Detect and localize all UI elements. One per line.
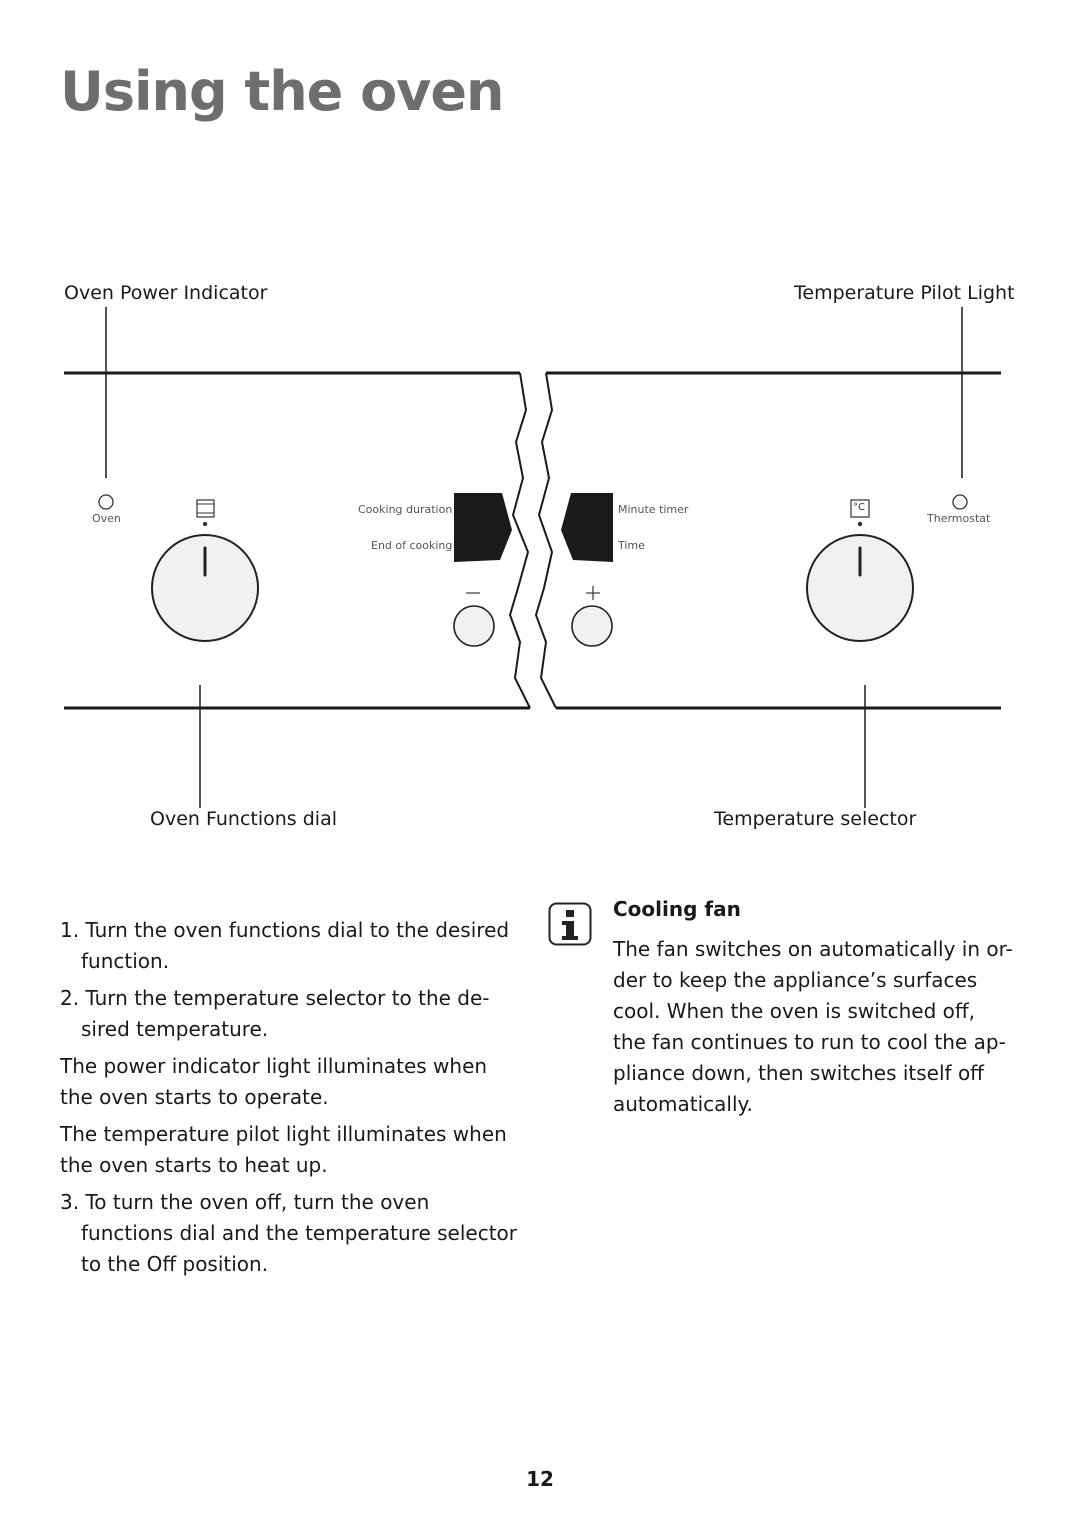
label-celsius: °C bbox=[853, 502, 865, 513]
thermostat-light-icon bbox=[952, 494, 968, 510]
label-thermostat: Thermostat bbox=[927, 512, 991, 525]
control-panel-drawing bbox=[64, 307, 1001, 808]
label-minute-timer: Minute timer bbox=[618, 503, 689, 516]
break-line-left bbox=[508, 372, 531, 709]
instructions-column: 1. Turn the oven functions dial to the d… bbox=[60, 915, 520, 1286]
instruction-paragraph-power-light: The power indicator light illuminates wh… bbox=[60, 1054, 488, 1109]
label-time: Time bbox=[618, 539, 645, 552]
oven-symbol-icon bbox=[196, 499, 215, 527]
cooling-fan-title: Cooling fan bbox=[613, 897, 741, 921]
instruction-paragraph-pilot-light: The temperature pilot light illuminates … bbox=[60, 1122, 507, 1177]
page-title: Using the oven bbox=[60, 60, 504, 123]
info-icon bbox=[548, 902, 592, 946]
callout-oven-functions-dial: Oven Functions dial bbox=[150, 808, 337, 830]
temperature-selector-dial-icon bbox=[806, 534, 914, 642]
timer-display-left bbox=[454, 493, 512, 562]
break-line-right bbox=[534, 372, 557, 709]
minus-button bbox=[453, 605, 495, 647]
callout-temperature-pilot-light: Temperature Pilot Light bbox=[794, 282, 1015, 304]
label-cooking-duration: Cooking duration bbox=[358, 503, 453, 516]
instruction-step-3: 3. To turn the oven off, turn the oven f… bbox=[60, 1190, 518, 1276]
timer-display-right bbox=[561, 493, 613, 562]
oven-power-light-icon bbox=[98, 494, 114, 510]
label-oven: Oven bbox=[92, 512, 121, 525]
cooling-fan-text: The fan switches on automatically in or-… bbox=[613, 937, 1013, 1116]
control-panel-diagram: Oven Power Indicator Temperature Pilot L… bbox=[0, 260, 1080, 860]
label-end-of-cooking: End of cooking bbox=[371, 539, 453, 552]
callout-oven-power-indicator: Oven Power Indicator bbox=[64, 282, 268, 304]
plus-button bbox=[571, 605, 613, 647]
callout-temperature-selector: Temperature selector bbox=[714, 808, 917, 830]
oven-functions-dial-icon bbox=[151, 534, 259, 642]
page-number: 12 bbox=[526, 1467, 554, 1491]
celsius-symbol-icon bbox=[850, 499, 870, 518]
instruction-step-2: 2. Turn the temperature selector to the … bbox=[60, 986, 490, 1041]
instruction-step-1: 1. Turn the oven functions dial to the d… bbox=[60, 918, 510, 973]
